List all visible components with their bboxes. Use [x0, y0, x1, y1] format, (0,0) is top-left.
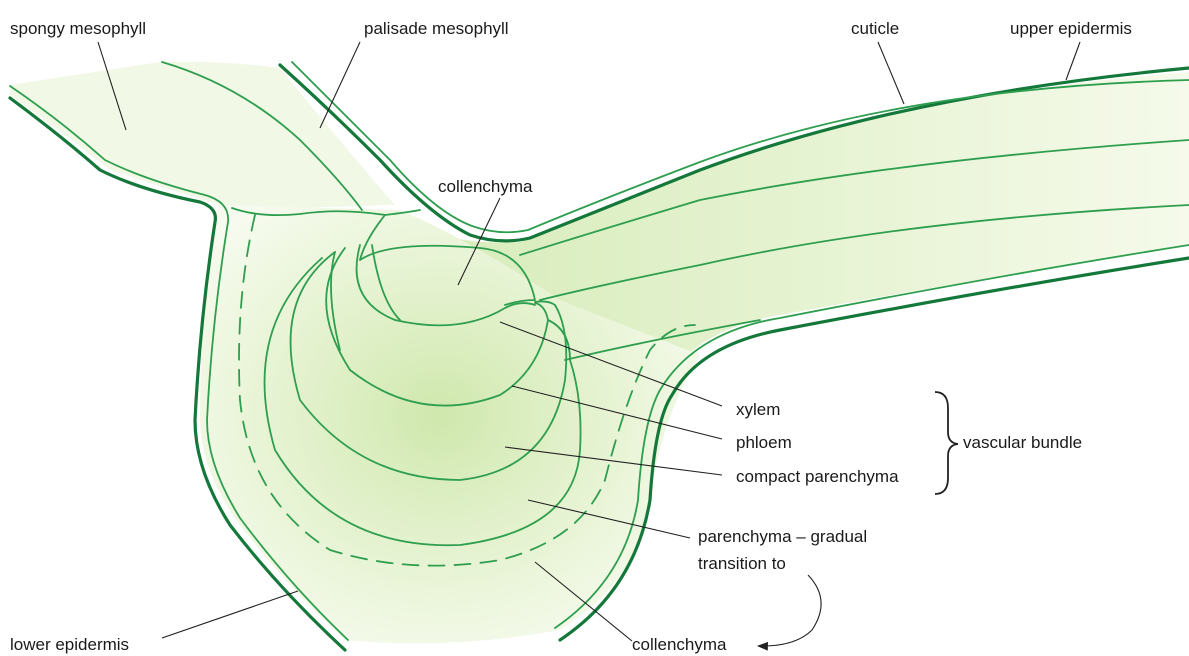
label-collenchyma-bottom: collenchyma — [632, 635, 727, 654]
left-blade-fill — [10, 62, 395, 210]
label-palisade-mesophyll: palisade mesophyll — [364, 19, 509, 38]
label-parenchyma-line2: transition to — [698, 554, 786, 573]
label-upper-epidermis: upper epidermis — [1010, 19, 1132, 38]
label-compact-parenchyma: compact parenchyma — [736, 467, 899, 486]
label-spongy-mesophyll: spongy mesophyll — [10, 19, 146, 38]
label-parenchyma-line1: parenchyma – gradual — [698, 527, 867, 546]
leader-upper-epidermis — [1066, 42, 1080, 80]
vascular-bundle-brace — [935, 392, 958, 494]
transition-arrow — [758, 575, 821, 646]
label-cuticle: cuticle — [851, 19, 899, 38]
label-xylem: xylem — [736, 400, 780, 419]
leader-palisade — [320, 42, 360, 128]
leader-cuticle — [878, 42, 904, 104]
label-collenchyma-top: collenchyma — [438, 177, 533, 196]
leader-lower-epidermis — [162, 591, 298, 638]
label-phloem: phloem — [736, 433, 792, 452]
label-lower-epidermis: lower epidermis — [10, 635, 129, 654]
label-vascular-bundle: vascular bundle — [963, 433, 1082, 452]
